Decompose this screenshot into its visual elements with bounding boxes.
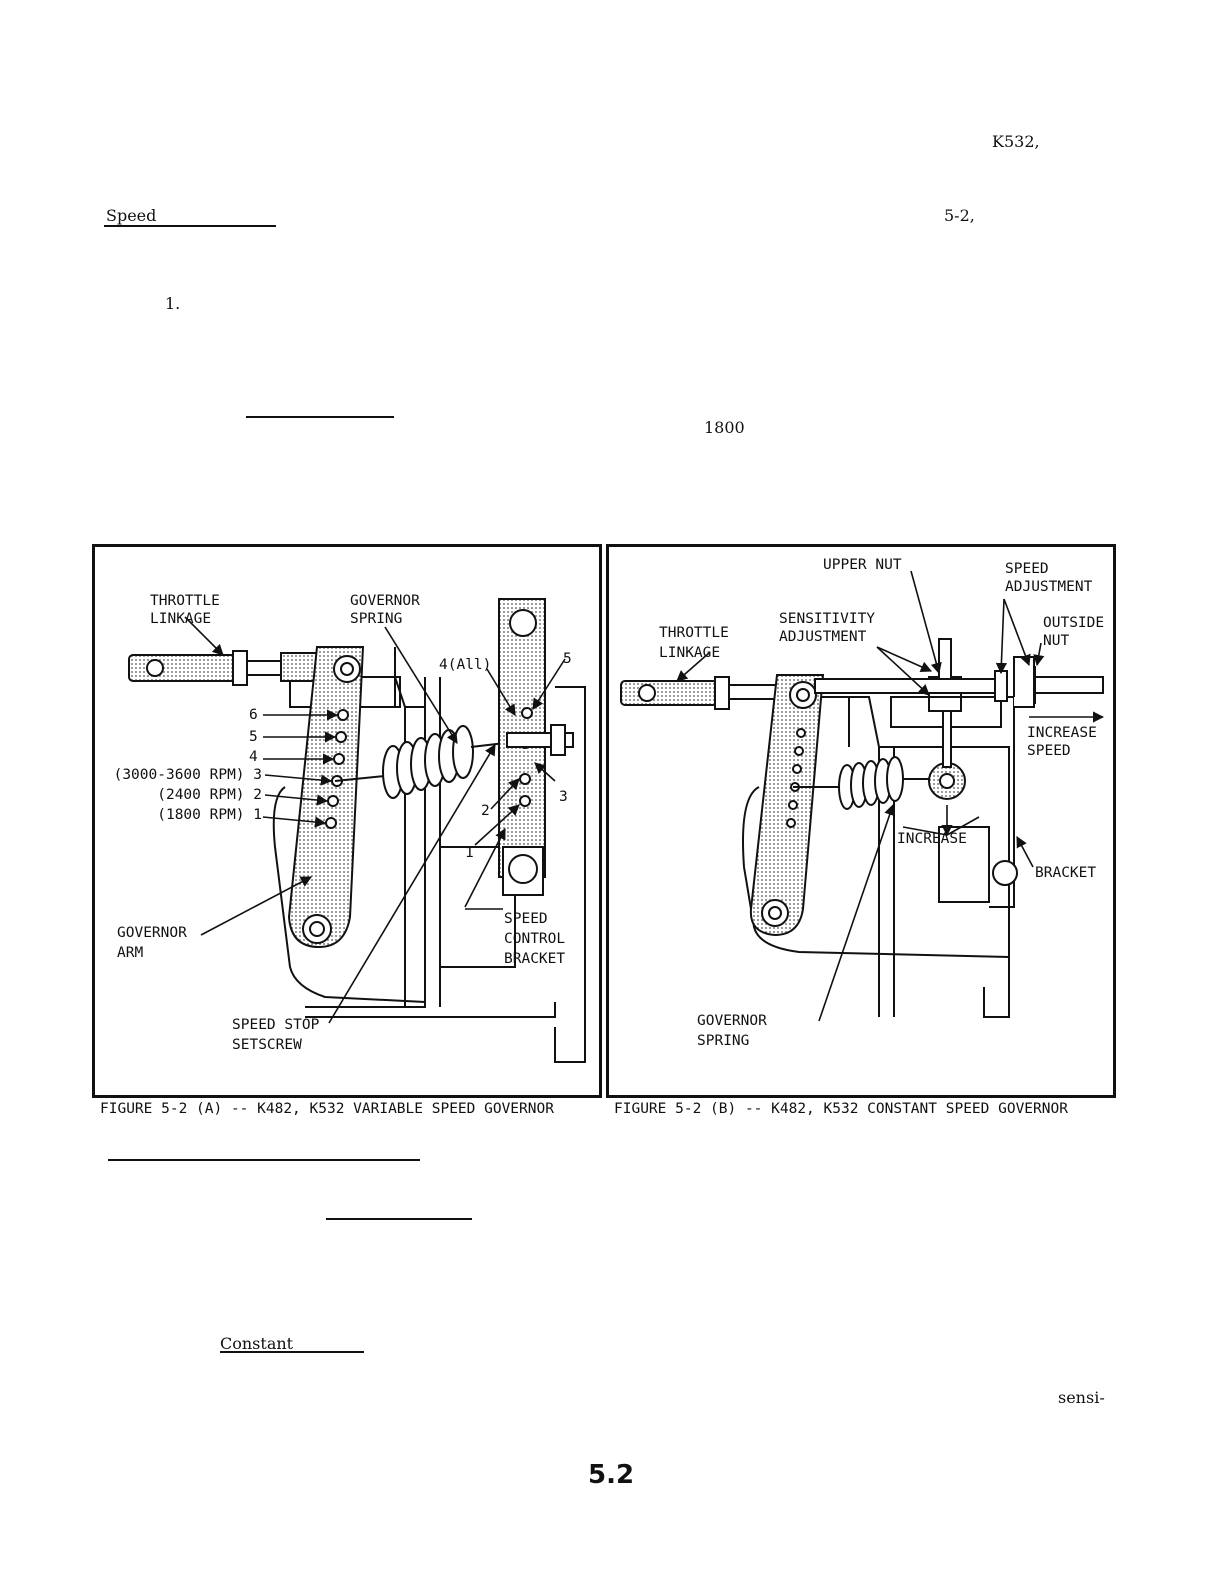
bracket-hole-3-label: 3 — [559, 789, 568, 805]
arm-hole-3-label: (3000-3600 RPM) 3 — [114, 767, 262, 783]
bracket-hole-5-label: 5 — [563, 651, 572, 667]
rpm-value: 1800 — [704, 418, 745, 437]
throttle-label-1: THROTTLE — [150, 593, 220, 609]
increase-speed-label-1: INCREASE — [1027, 725, 1097, 741]
throttle-label-2: LINKAGE — [659, 645, 720, 661]
outside-nut-label-1: OUTSIDE — [1043, 615, 1104, 631]
arm-hole-2-label: (2400 RPM) 2 — [157, 787, 262, 803]
speed-stop-label-2: SETSCREW — [232, 1037, 302, 1053]
speed-heading: Speed — [106, 206, 157, 225]
governor-spring-label-2: SPRING — [697, 1033, 749, 1049]
upper-nut-label: UPPER NUT — [823, 557, 902, 573]
throttle-label-2: LINKAGE — [150, 611, 211, 627]
governor-spring-label-2: SPRING — [350, 611, 402, 627]
speed-stop-label-1: SPEED STOP — [232, 1017, 320, 1033]
constant-underline — [220, 1351, 364, 1353]
speed-adjustment-label-2: ADJUSTMENT — [1005, 579, 1093, 595]
sensi-fragment: sensi- — [1058, 1388, 1105, 1407]
figure-b-panel: UPPER NUT SPEED ADJUSTMENT SENSITIVITY A… — [606, 544, 1116, 1098]
arm-hole-4-label: 4 — [249, 749, 258, 765]
blank-underline-2 — [108, 1159, 420, 1161]
hole-all-label: 4(All) — [439, 657, 491, 673]
governor-arm-label-1: GOVERNOR — [117, 925, 187, 941]
governor-arm-label-2: ARM — [117, 945, 143, 961]
bracket-hole-2-label: 2 — [481, 803, 490, 819]
blank-underline-1 — [246, 416, 394, 418]
constant-heading: Constant — [220, 1334, 294, 1353]
increase-label: INCREASE — [897, 831, 967, 847]
page-number: 5.2 — [588, 1460, 635, 1490]
speed-adjustment-label-1: SPEED — [1005, 561, 1049, 577]
sensitivity-label-2: ADJUSTMENT — [779, 629, 867, 645]
figure-b-drawing: UPPER NUT SPEED ADJUSTMENT SENSITIVITY A… — [620, 557, 1105, 1049]
governor-spring-label-1: GOVERNOR — [697, 1013, 767, 1029]
bracket-label: BRACKET — [1035, 865, 1096, 881]
governor-spring-label-1: GOVERNOR — [350, 593, 420, 609]
model-text: K532, — [992, 132, 1040, 151]
speed-control-bracket-label-1: SPEED — [504, 911, 548, 927]
figure-a-panel: THROTTLE LINKAGE GOVERNOR SPRING 4(All) … — [92, 544, 602, 1098]
blank-underline-3 — [326, 1218, 472, 1220]
arm-hole-6-label: 6 — [249, 707, 258, 723]
speed-control-bracket-label-2: CONTROL — [504, 931, 565, 947]
increase-speed-label-2: SPEED — [1027, 743, 1071, 759]
figure-a-caption: FIGURE 5-2 (A) -- K482, K532 VARIABLE SP… — [100, 1101, 554, 1117]
arm-hole-5-label: 5 — [249, 729, 258, 745]
step-number: 1. — [165, 294, 181, 313]
figure-reference: 5-2, — [944, 206, 975, 225]
arm-hole-1-label: (1800 RPM) 1 — [157, 807, 262, 823]
speed-underline — [104, 225, 276, 227]
throttle-label-1: THROTTLE — [659, 625, 729, 641]
figure-a-drawing: THROTTLE LINKAGE GOVERNOR SPRING 4(All) … — [114, 593, 586, 1063]
outside-nut-label-2: NUT — [1043, 633, 1069, 649]
figure-b-caption: FIGURE 5-2 (B) -- K482, K532 CONSTANT SP… — [614, 1101, 1068, 1117]
sensitivity-label-1: SENSITIVITY — [779, 611, 875, 627]
speed-control-bracket-label-3: BRACKET — [504, 951, 565, 967]
bracket-hole-1-label: 1 — [465, 845, 474, 861]
